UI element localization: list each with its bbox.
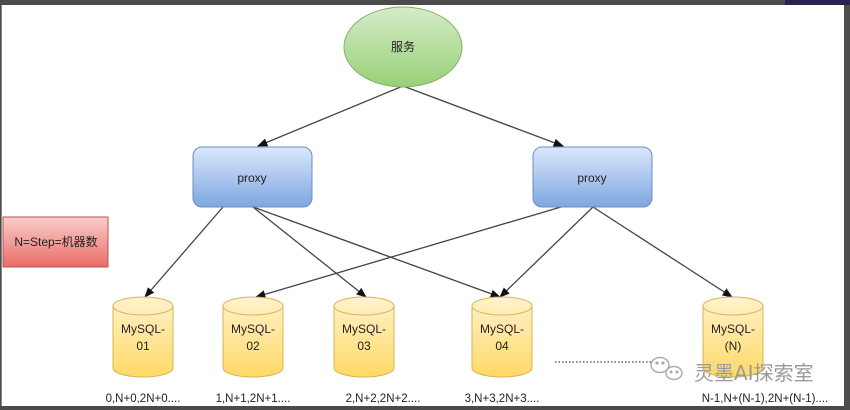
mysql-label-line2: 01 — [136, 339, 150, 353]
cylinder-rim — [471, 305, 533, 316]
mysql-node-n[interactable]: MySQL- (N) N-1,N+(N-1),2N+(N-1).... — [702, 296, 829, 405]
mysql-sequence-label: 3,N+3,2N+3.... — [465, 393, 540, 405]
mysql-sequence-label: 1,N+1,2N+1.... — [216, 393, 291, 405]
mysql-label-line1: MySQL- — [121, 322, 165, 336]
cylinder-rim — [702, 305, 764, 316]
proxy-1-label: proxy — [237, 171, 266, 185]
window-right-edge — [844, 5, 850, 410]
watermark: 灵墨AI探索室 — [650, 356, 814, 385]
service-node[interactable]: 服务 — [343, 6, 463, 88]
edge-proxy-1-mysql-03 — [252, 206, 367, 298]
edge-service-proxy-1 — [257, 85, 404, 147]
note-label: N=Step=机器数 — [14, 234, 97, 249]
window-top-bar — [0, 0, 850, 5]
edge-proxy-2-mysql-04 — [499, 206, 594, 298]
mysql-sequence-label: N-1,N+(N-1),2N+(N-1).... — [702, 393, 829, 405]
cylinder-body — [333, 296, 395, 378]
mysql-label-line1: MySQL- — [231, 322, 275, 336]
cylinder-rim — [222, 305, 284, 316]
service-label: 服务 — [391, 39, 415, 54]
mysql-node-02[interactable]: MySQL- 02 1,N+1,2N+1.... — [216, 296, 291, 405]
cylinder-body — [222, 296, 284, 378]
mysql-node-04[interactable]: MySQL- 04 3,N+3,2N+3.... — [465, 296, 540, 405]
edge-proxy-1-mysql-01 — [144, 206, 224, 298]
edge-proxy-1-mysql-04 — [252, 206, 501, 298]
mysql-node-03[interactable]: MySQL- 03 2,N+2,2N+2.... — [333, 296, 421, 405]
mysql-sequence-label: 0,N+0,2N+0.... — [106, 393, 181, 405]
mysql-sequence-label: 2,N+2,2N+2.... — [346, 393, 421, 405]
cylinder-body — [471, 296, 533, 378]
mysql-node-01[interactable]: MySQL- 01 0,N+0,2N+0.... — [106, 296, 181, 405]
edge-proxy-2-mysql-02 — [255, 206, 562, 299]
proxy-2-label: proxy — [577, 171, 606, 185]
mysql-label-line2: 03 — [357, 339, 371, 353]
cylinder-body — [702, 296, 764, 378]
mysql-label-line1: MySQL- — [342, 322, 386, 336]
edge-proxy-2-mysql-n — [592, 206, 733, 298]
mysql-label-line2: 02 — [246, 339, 260, 353]
wechat-icon — [650, 356, 683, 381]
mysql-label-line1: MySQL- — [480, 322, 524, 336]
cylinder-body — [112, 296, 174, 378]
mysql-label-line2: (N) — [725, 339, 742, 353]
proxy-node-1[interactable]: proxy — [192, 146, 313, 208]
cylinder-rim — [333, 305, 395, 316]
cylinder-rim — [112, 305, 174, 316]
edges — [144, 85, 733, 299]
proxy-node-2[interactable]: proxy — [532, 146, 653, 208]
mysql-label-line1: MySQL- — [711, 322, 755, 336]
watermark-text: 灵墨AI探索室 — [694, 361, 814, 385]
mysql-label-line2: 04 — [495, 339, 509, 353]
edge-service-proxy-2 — [402, 85, 564, 147]
note-node[interactable]: N=Step=机器数 — [2, 216, 109, 268]
